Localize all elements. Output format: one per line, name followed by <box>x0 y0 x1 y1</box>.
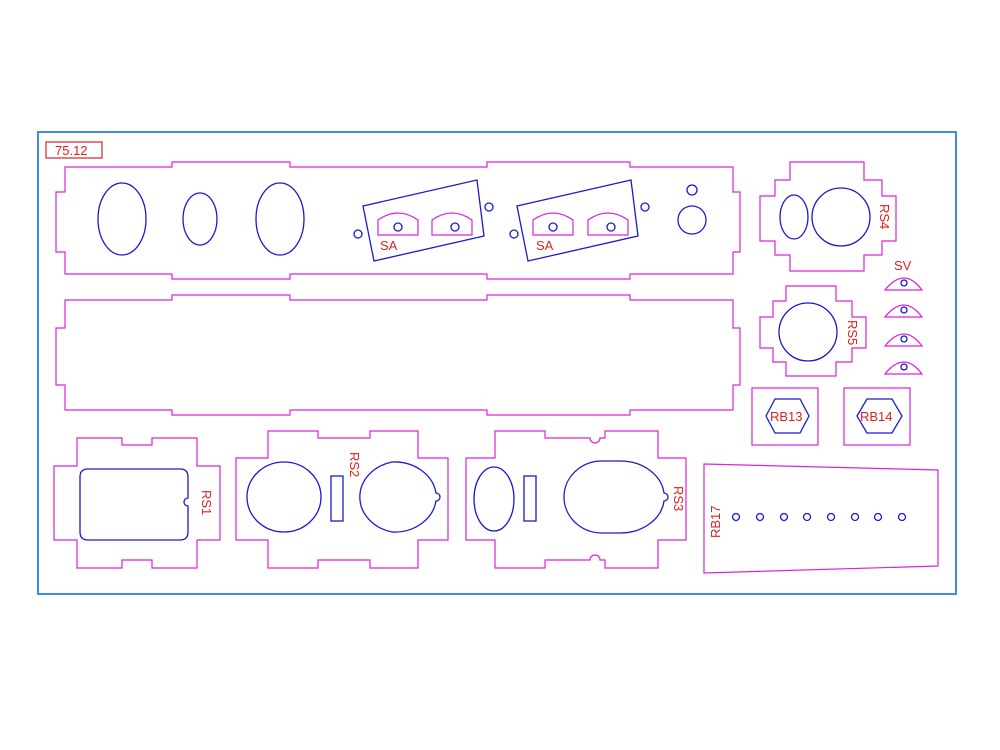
sheet-frame <box>37 131 957 595</box>
sa-pin-hole <box>393 222 403 232</box>
rb17-holes <box>731 512 907 522</box>
slot-hole <box>523 475 537 522</box>
rb14-part: RB14 <box>843 387 911 446</box>
rb13-label: RB13 <box>770 409 803 424</box>
rb17-hole <box>897 512 907 522</box>
round-hole <box>778 302 838 362</box>
sa-label: SA <box>380 238 398 253</box>
sv-label: SV <box>894 258 912 273</box>
sv-half-round <box>883 333 924 347</box>
small-hole <box>686 184 698 196</box>
sheet-code: 75.12 <box>55 143 88 158</box>
mount-hole <box>353 229 363 239</box>
oval-hole <box>563 460 669 534</box>
oval-hole <box>359 461 441 533</box>
sa-pin-hole <box>548 222 558 232</box>
middle-panel-outline <box>55 294 741 416</box>
rb14-label: RB14 <box>860 409 893 424</box>
sa-half-round <box>377 212 419 236</box>
rs2-part: RS2 <box>235 430 449 569</box>
rb17-hole <box>755 512 765 522</box>
rs4-label: RS4 <box>877 204 892 229</box>
oval-hole <box>182 192 218 246</box>
top-panel-outline <box>55 161 741 280</box>
hex-hole <box>765 398 810 434</box>
oval-hole <box>779 194 809 240</box>
rb17-outline <box>703 463 939 574</box>
rs3-part: RS3 <box>465 430 687 569</box>
oval-hole <box>255 182 305 256</box>
sv-half-round <box>883 361 924 375</box>
rs1-outline <box>53 437 221 569</box>
sa-pin-hole <box>606 222 616 232</box>
top-panel: SA SA <box>55 161 741 280</box>
rs3-label: RS3 <box>671 486 686 511</box>
rb17-label: RB17 <box>708 505 723 538</box>
sa-bracket-outline <box>362 179 485 262</box>
sa-bracket-outline <box>516 179 639 262</box>
sv-half-round <box>883 277 924 291</box>
sa-bracket-1: SA <box>353 179 494 262</box>
rb13-part: RB13 <box>751 387 819 446</box>
rs2-outline <box>235 430 449 569</box>
mount-hole <box>509 229 519 239</box>
rs5-part: RS5 <box>759 285 867 377</box>
rb17-hole <box>873 512 883 522</box>
sa-bracket-2: SA <box>509 179 650 262</box>
sv-pin-hole <box>900 306 908 314</box>
sa-half-round <box>587 212 629 236</box>
sv-parts: SV <box>883 258 924 375</box>
rb14-outline <box>843 387 911 446</box>
oval-hole <box>473 466 515 532</box>
slot-hole <box>330 475 344 522</box>
rs4-outline <box>759 161 897 272</box>
rs5-label: RS5 <box>845 320 860 345</box>
mount-hole <box>640 202 650 212</box>
rb17-part: RB17 <box>703 463 939 574</box>
rs1-label: RS1 <box>199 490 214 515</box>
round-hole <box>246 461 322 533</box>
oval-hole <box>97 182 147 256</box>
rs4-part: RS4 <box>759 161 897 272</box>
rs1-part: RS1 <box>53 437 221 569</box>
hex-hole <box>856 398 903 434</box>
sv-half-round <box>883 304 924 318</box>
sa-pin-hole <box>450 222 460 232</box>
rb17-hole <box>826 512 836 522</box>
sv-pin-hole <box>900 335 908 343</box>
sv-pin-hole <box>900 363 908 371</box>
sv-pin-hole <box>900 279 908 287</box>
sa-half-round <box>532 212 574 236</box>
round-hole <box>677 205 707 235</box>
rb17-hole <box>802 512 812 522</box>
rs2-label: RS2 <box>347 452 362 477</box>
rect-cutout <box>79 468 189 541</box>
rb17-hole <box>850 512 860 522</box>
sheet-code-box <box>45 141 103 159</box>
rs5-outline <box>759 285 867 377</box>
sa-label: SA <box>536 238 554 253</box>
rb17-hole <box>779 512 789 522</box>
rb13-outline <box>751 387 819 446</box>
sa-half-round <box>431 212 473 236</box>
rb17-hole <box>731 512 741 522</box>
round-hole <box>811 187 871 247</box>
mount-hole <box>484 202 494 212</box>
rs3-outline <box>465 430 687 569</box>
